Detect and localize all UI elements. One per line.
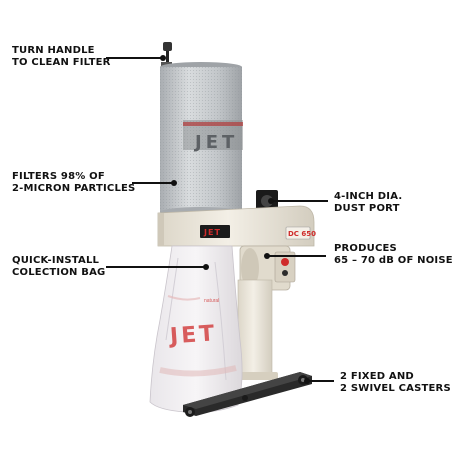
callout-casters-line2: 2 SWIVEL CASTERS [340,382,451,394]
filter-handle [163,42,172,66]
bag-small-text: natural [204,298,219,304]
support-column [232,279,278,380]
bag-leader-dot [203,264,209,270]
callout-noise-line2: 65 – 70 dB OF NOISE [334,254,453,266]
noise-leader-line [268,255,326,257]
callout-collection-bag-line2: COLECTION BAG [12,266,106,278]
casters-leader-line [308,380,334,382]
casters [185,375,308,417]
filter-logo: JET [193,132,238,153]
callout-collection-bag-line1: QUICK-INSTALL [12,255,100,266]
callout-filters: FILTERS 98% OF 2-MICRON PARTICLES [12,171,135,194]
callout-turn-handle: TURN HANDLE TO CLEAN FILTER [12,45,111,68]
callout-casters-line1: 2 FIXED AND [340,371,414,382]
port-leader-line [272,200,328,202]
blower-housing [157,205,315,247]
model-badge: DC 650 [288,230,316,238]
port-leader-dot [268,198,274,204]
callout-dust-port-line1: 4-INCH DIA. [334,191,403,202]
motor [239,245,296,297]
callout-filters-line2: 2-MICRON PARTICLES [12,182,136,194]
callout-filters-line1: FILTERS 98% OF [12,171,105,182]
callout-collection-bag: QUICK-INSTALL COLECTION BAG [12,255,105,278]
casters-leader-dot [304,378,310,384]
noise-leader-dot [264,253,270,259]
callout-dust-port: 4-INCH DIA. DUST PORT [334,191,402,214]
callout-casters: 2 FIXED AND 2 SWIVEL CASTERS [340,371,451,394]
callout-dust-port-line2: DUST PORT [334,202,400,214]
handle-leader-line [106,57,164,59]
housing-logo: JET [203,228,221,237]
filter-leader-line [132,182,174,184]
bag-leader-line [106,266,206,268]
handle-leader-dot [160,55,166,61]
bag-logo: JET [167,321,218,349]
callout-noise-line1: PRODUCES [334,243,397,254]
callout-turn-handle-line2: TO CLEAN FILTER [12,56,111,68]
mobile-base [183,372,312,416]
callout-noise: PRODUCES 65 – 70 dB OF NOISE [334,243,453,266]
filter-leader-dot [171,180,177,186]
callout-turn-handle-line1: TURN HANDLE [12,45,95,56]
